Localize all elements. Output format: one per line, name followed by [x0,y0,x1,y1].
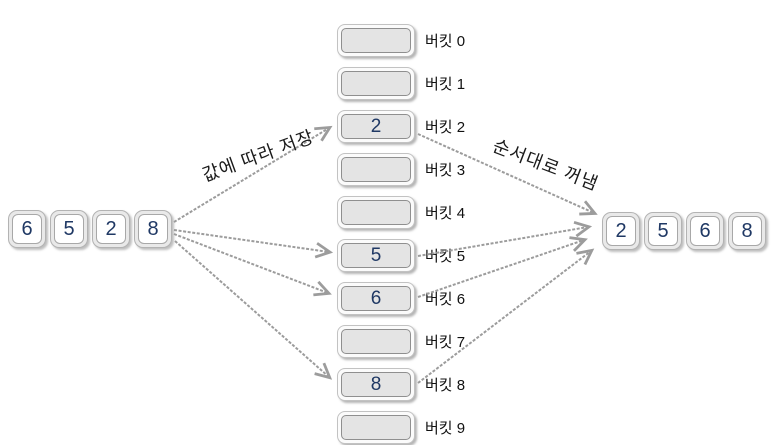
bucket-label: 버킷 5 [425,248,466,265]
bucket-label: 버킷 8 [425,377,466,394]
bucket-value [341,28,411,53]
bucket-value: 2 [341,114,411,139]
bucket-row-0: 버킷 0 [337,24,507,57]
bucket-box: 6 [337,282,415,315]
bucket-row-1: 버킷 1 [337,67,507,100]
bucket-label: 버킷 9 [425,420,466,437]
arrow-input-to-bucket5 [173,229,334,259]
bucket-value [341,157,411,182]
output-cell-value: 8 [732,216,762,246]
bucket-value [341,200,411,225]
bucket-box [337,24,415,57]
output-cell: 6 [686,212,724,250]
output-cell-value: 5 [648,216,678,246]
bucket-box: 5 [337,239,415,272]
input-cell: 8 [134,210,172,248]
input-cell: 6 [8,210,46,248]
bucket-box [337,411,415,444]
bucket-value [341,329,411,354]
input-cell: 2 [92,210,130,248]
bucket-value: 6 [341,286,411,311]
annotation-store-by-value: 값에 따라 저장 [199,126,317,186]
input-cell-value: 6 [12,214,42,244]
bucket-label: 버킷 7 [425,334,466,351]
arrow-input-to-bucket6 [173,233,332,297]
bucket-box [337,153,415,186]
output-cell: 5 [644,212,682,250]
bucket-row-6: 6 버킷 6 [337,282,507,315]
bucket-label: 버킷 3 [425,162,466,179]
bucket-label: 버킷 0 [425,33,466,50]
bucket-box [337,67,415,100]
bucket-box [337,196,415,229]
output-cell-value: 2 [606,216,636,246]
input-cell-value: 8 [138,214,168,244]
bucket-label: 버킷 2 [425,119,466,136]
bucket-box: 2 [337,110,415,143]
bucket-label: 버킷 4 [425,205,466,222]
input-cell: 5 [50,210,88,248]
bucket-row-5: 5 버킷 5 [337,239,507,272]
bucket-row-9: 버킷 9 [337,411,507,444]
bucket-label: 버킷 1 [425,76,466,93]
output-cell-value: 6 [690,216,720,246]
input-cell-value: 2 [96,214,126,244]
bucket-value [341,71,411,96]
bucket-row-2: 2 버킷 2 [337,110,507,143]
bucket-row-8: 8 버킷 8 [337,368,507,401]
bucket-row-7: 버킷 7 [337,325,507,358]
arrow-input-to-bucket8 [174,240,333,380]
bucket-row-4: 버킷 4 [337,196,507,229]
bucket-value [341,415,411,440]
bucket-label: 버킷 6 [425,291,466,308]
bucket-box: 8 [337,368,415,401]
bucket-value: 5 [341,243,411,268]
bucket-value: 8 [341,372,411,397]
output-cell: 2 [602,212,640,250]
output-cell: 8 [728,212,766,250]
bucket-box [337,325,415,358]
input-cell-value: 5 [54,214,84,244]
bucket-row-3: 버킷 3 [337,153,507,186]
